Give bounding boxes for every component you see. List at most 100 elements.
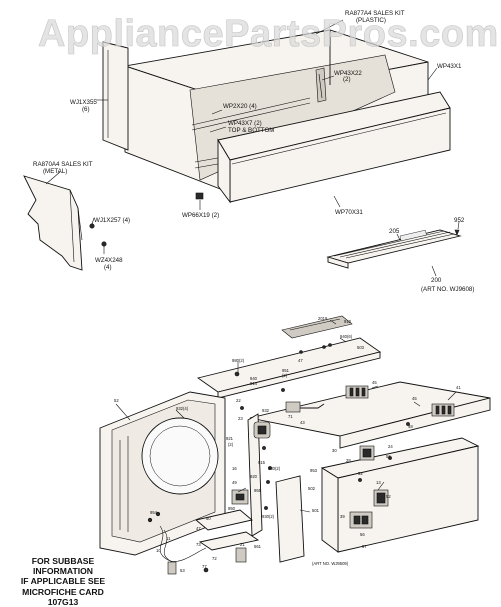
svg-text:47: 47 (298, 358, 303, 363)
subbase-note-line-1: FOR SUBBASE INFORMATION (31, 556, 95, 577)
svg-text:39: 39 (340, 514, 345, 519)
svg-text:50: 50 (206, 516, 211, 521)
subbase-note-line-3: MICROFICHE CARD (22, 586, 104, 597)
svg-text:932: 932 (262, 408, 270, 413)
svg-text:11: 11 (166, 536, 171, 541)
svg-text:951: 951 (282, 368, 290, 373)
thermostat-control (285, 401, 325, 413)
label-wj1x355: WJ1X355 (70, 99, 97, 106)
label-art-no-upper: (ART NO. WJ9608) (421, 286, 474, 293)
bottom-bracket (147, 509, 260, 575)
label-part-200: 200 (431, 277, 442, 284)
svg-text:(2): (2) (282, 373, 288, 378)
svg-text:502: 502 (308, 486, 316, 491)
svg-text:910: 910 (344, 319, 352, 324)
svg-text:72: 72 (212, 556, 217, 561)
screw-952 (454, 229, 460, 236)
subbase-note-line-4: 107G13 (47, 596, 79, 607)
label-wp2x20: WP2X20 (4) (223, 103, 257, 110)
base-chassis (249, 381, 491, 553)
svg-text:501: 501 (312, 508, 320, 513)
svg-text:950: 950 (228, 506, 236, 511)
label-sales-kit-plastic: RA877A4 SALES KIT (345, 10, 405, 17)
lower-part-numbers: 2019 910 940(6) 503 980(2) 940 914 951 (… (114, 316, 461, 573)
svg-text:(2): (2) (228, 442, 234, 447)
watermark-text: AppliancePartsPros.com (38, 13, 499, 55)
svg-text:954: 954 (150, 510, 158, 515)
svg-text:940: 940 (250, 376, 258, 381)
label-sales-kit-plastic-sub: (PLASTIC) (356, 17, 386, 24)
svg-text:930(2): 930(2) (268, 466, 281, 471)
terminal-board (349, 511, 373, 529)
svg-text:73: 73 (196, 542, 201, 547)
relay-block-2 (373, 489, 389, 507)
subbase-note: FOR SUBBASE INFORMATION IF APPLICABLE SE… (5, 556, 121, 607)
side-gasket-panel (102, 41, 129, 151)
clip-wp66x19 (195, 192, 204, 200)
svg-text:561: 561 (254, 544, 262, 549)
label-sales-kit-metal-sub: (METAL) (43, 168, 67, 175)
label-part-205: 205 (389, 228, 400, 235)
svg-text:16: 16 (232, 466, 237, 471)
svg-text:503: 503 (357, 345, 365, 350)
screw-parts (89, 223, 107, 247)
svg-text:52: 52 (114, 398, 119, 403)
svg-text:920: 920 (250, 474, 258, 479)
svg-text:21: 21 (240, 542, 245, 547)
label-wp66x19: WP66X19 (2) (182, 212, 219, 219)
label-wp43x22: WP43X22 (334, 70, 362, 77)
control-panel-strip (247, 413, 263, 537)
filter-grille-205 (326, 229, 462, 269)
svg-text:932(4): 932(4) (176, 406, 189, 411)
svg-text:41: 41 (456, 385, 461, 390)
relay-block-1 (359, 445, 375, 461)
label-part-952: 952 (454, 217, 465, 224)
svg-text:2019: 2019 (318, 316, 328, 321)
svg-text:915: 915 (258, 460, 266, 465)
rotary-switch-1 (345, 385, 369, 399)
label-wp43x1: WP43X1 (437, 63, 462, 70)
svg-text:49: 49 (232, 480, 237, 485)
side-filler-strip (315, 67, 327, 103)
svg-text:45: 45 (372, 380, 377, 385)
upper-leader-lines (45, 19, 460, 277)
label-wp43x7: WP43X7 (2) (228, 120, 262, 127)
motor-switch (231, 489, 249, 505)
svg-text:914: 914 (250, 381, 258, 386)
label-wz4x248: WZ4X248 (95, 257, 123, 264)
svg-text:980(2): 980(2) (232, 358, 245, 363)
label-sales-kit-metal: RA870A4 SALES KIT (33, 161, 93, 168)
subbase-note-line-2: IF APPLICABLE SEE (20, 576, 106, 587)
capacitor (253, 421, 271, 439)
svg-text:43: 43 (300, 420, 305, 425)
svg-text:24: 24 (388, 444, 393, 449)
front-panel (217, 91, 451, 204)
label-wp43x7-sub: TOP & BOTTOM (228, 127, 274, 134)
label-art-no-lower: (ART NO. WJ9509) (312, 561, 349, 566)
svg-text:921: 921 (226, 436, 234, 441)
metal-side-panel (23, 175, 83, 271)
svg-text:48: 48 (408, 424, 413, 429)
rotary-switch-2 (431, 403, 455, 417)
lower-screws (234, 371, 410, 510)
label-wp70x31: WP70X31 (335, 209, 363, 216)
blower-housing-panel (99, 391, 226, 556)
svg-text:45: 45 (412, 396, 417, 401)
svg-text:22: 22 (236, 398, 241, 403)
svg-text:52: 52 (358, 471, 363, 476)
svg-text:56: 56 (386, 454, 391, 459)
svg-text:71: 71 (288, 414, 293, 419)
lower-leader-lines (115, 319, 457, 513)
label-wz4x248-qty: (4) (104, 264, 112, 271)
svg-text:47: 47 (196, 526, 201, 531)
svg-text:30: 30 (332, 448, 337, 453)
svg-text:13: 13 (376, 480, 381, 485)
top-control-plate (196, 315, 382, 399)
svg-text:57: 57 (362, 544, 367, 549)
svg-text:52: 52 (386, 494, 391, 499)
svg-text:940(6): 940(6) (340, 334, 353, 339)
svg-text:77: 77 (202, 564, 207, 569)
svg-text:930(2): 930(2) (262, 514, 275, 519)
svg-text:28: 28 (346, 458, 351, 463)
